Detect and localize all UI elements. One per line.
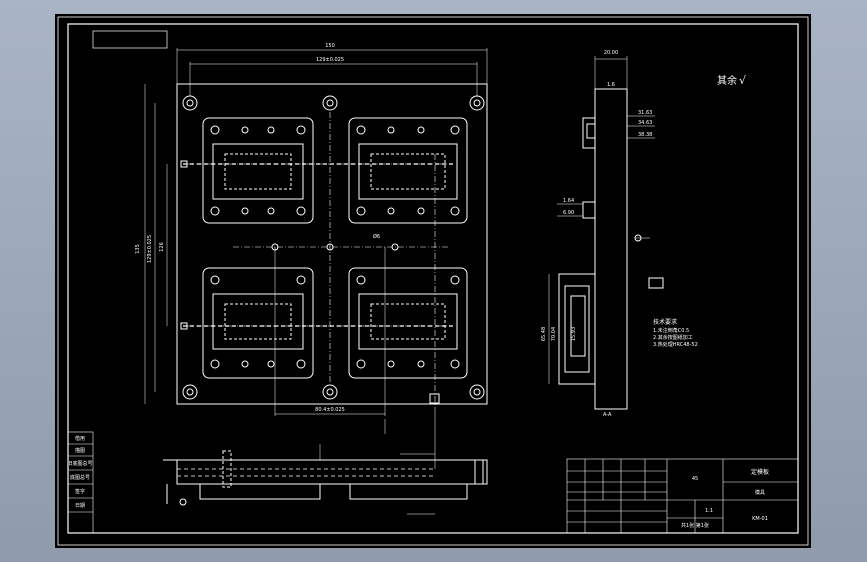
outer-frame <box>57 16 809 546</box>
gate-label: Ø6 <box>373 233 380 240</box>
drawing-number: KM-01 <box>752 516 768 522</box>
left-revision-table: 借用 描图 旧底图总号 底图总号 签字 日期 <box>67 431 94 534</box>
dim-bottom: 80.4±0.025 <box>315 407 345 413</box>
corner-holes <box>182 95 485 400</box>
side-dim-h: 70.04 <box>551 327 557 341</box>
note-line-3: 3.热处理HRC48-52 <box>653 341 698 348</box>
note-line-1: 1.未注倒角C0.5 <box>653 327 689 334</box>
notes-title: 技术要求 <box>653 318 677 326</box>
front-section-view <box>163 409 488 515</box>
sheet-count: 共1张 第1张 <box>681 522 709 529</box>
dim-total-width: 150 <box>325 43 335 49</box>
dim-height: 135 <box>135 244 141 254</box>
part-name: 定模板 <box>751 468 769 476</box>
side-dim-a: 1.6 <box>607 82 615 88</box>
mold-plate-outline <box>176 83 488 405</box>
note-line-2: 2.其余按图纸加工 <box>653 334 693 341</box>
drawing-sheet: 150 129±0.025 135 129±0.025 126 80.4±0.0… <box>55 14 811 548</box>
dim-hole-pitch-x: 129±0.025 <box>316 57 344 63</box>
left-table-cell-5: 签字 <box>75 488 85 495</box>
dim-hole-pitch-y: 129±0.025 <box>147 235 153 263</box>
roughness-symbol: √ <box>739 74 747 87</box>
left-table-cell-6: 日期 <box>75 503 85 509</box>
cavity-top-left <box>202 117 314 224</box>
title-block: 45 定模板 模具 1:1 共1张 第1张 KM-01 <box>566 458 799 534</box>
section-label: A-A <box>603 412 612 418</box>
side-dim-b: 31.63 <box>638 110 652 116</box>
left-table-cell-3: 旧底图总号 <box>67 460 92 467</box>
scale: 1:1 <box>705 508 713 514</box>
side-dim-f: 6.90 <box>563 210 574 216</box>
runner-lines <box>185 112 450 409</box>
dim-inner: 126 <box>159 242 165 252</box>
material: 45 <box>692 476 698 482</box>
plan-dimensions <box>144 48 488 434</box>
left-table-cell-2: 描图 <box>75 447 85 454</box>
cad-drawing: 150 129±0.025 135 129±0.025 126 80.4±0.0… <box>57 16 809 546</box>
side-dim-g: 65.48 <box>541 327 547 341</box>
side-dim-top: 20.00 <box>604 50 618 56</box>
side-dim-d: 38.38 <box>638 132 652 138</box>
side-dim-i: 15.93 <box>571 327 577 341</box>
left-table-cell-1: 借用 <box>75 435 85 442</box>
top-left-box <box>92 30 168 49</box>
company: 模具 <box>755 489 765 496</box>
cavity-top-right <box>348 117 468 224</box>
roughness-note: 其余 <box>717 74 737 87</box>
technical-notes: 技术要求 1.未注倒角C0.5 2.其余按图纸加工 3.热处理HRC48-52 <box>653 318 698 348</box>
plan-view: 150 129±0.025 135 129±0.025 126 80.4±0.0… <box>135 43 488 434</box>
side-dim-e: 1.64 <box>563 198 574 204</box>
inner-frame <box>67 23 799 534</box>
cavity-bottom-left <box>202 267 314 379</box>
cavity-bottom-right <box>348 267 468 379</box>
side-dim-c: 34.63 <box>638 120 652 126</box>
left-table-cell-4: 底图总号 <box>70 474 90 481</box>
side-view: 20.00 1.6 31.63 34.63 38.38 1.64 6.90 65… <box>541 50 664 418</box>
